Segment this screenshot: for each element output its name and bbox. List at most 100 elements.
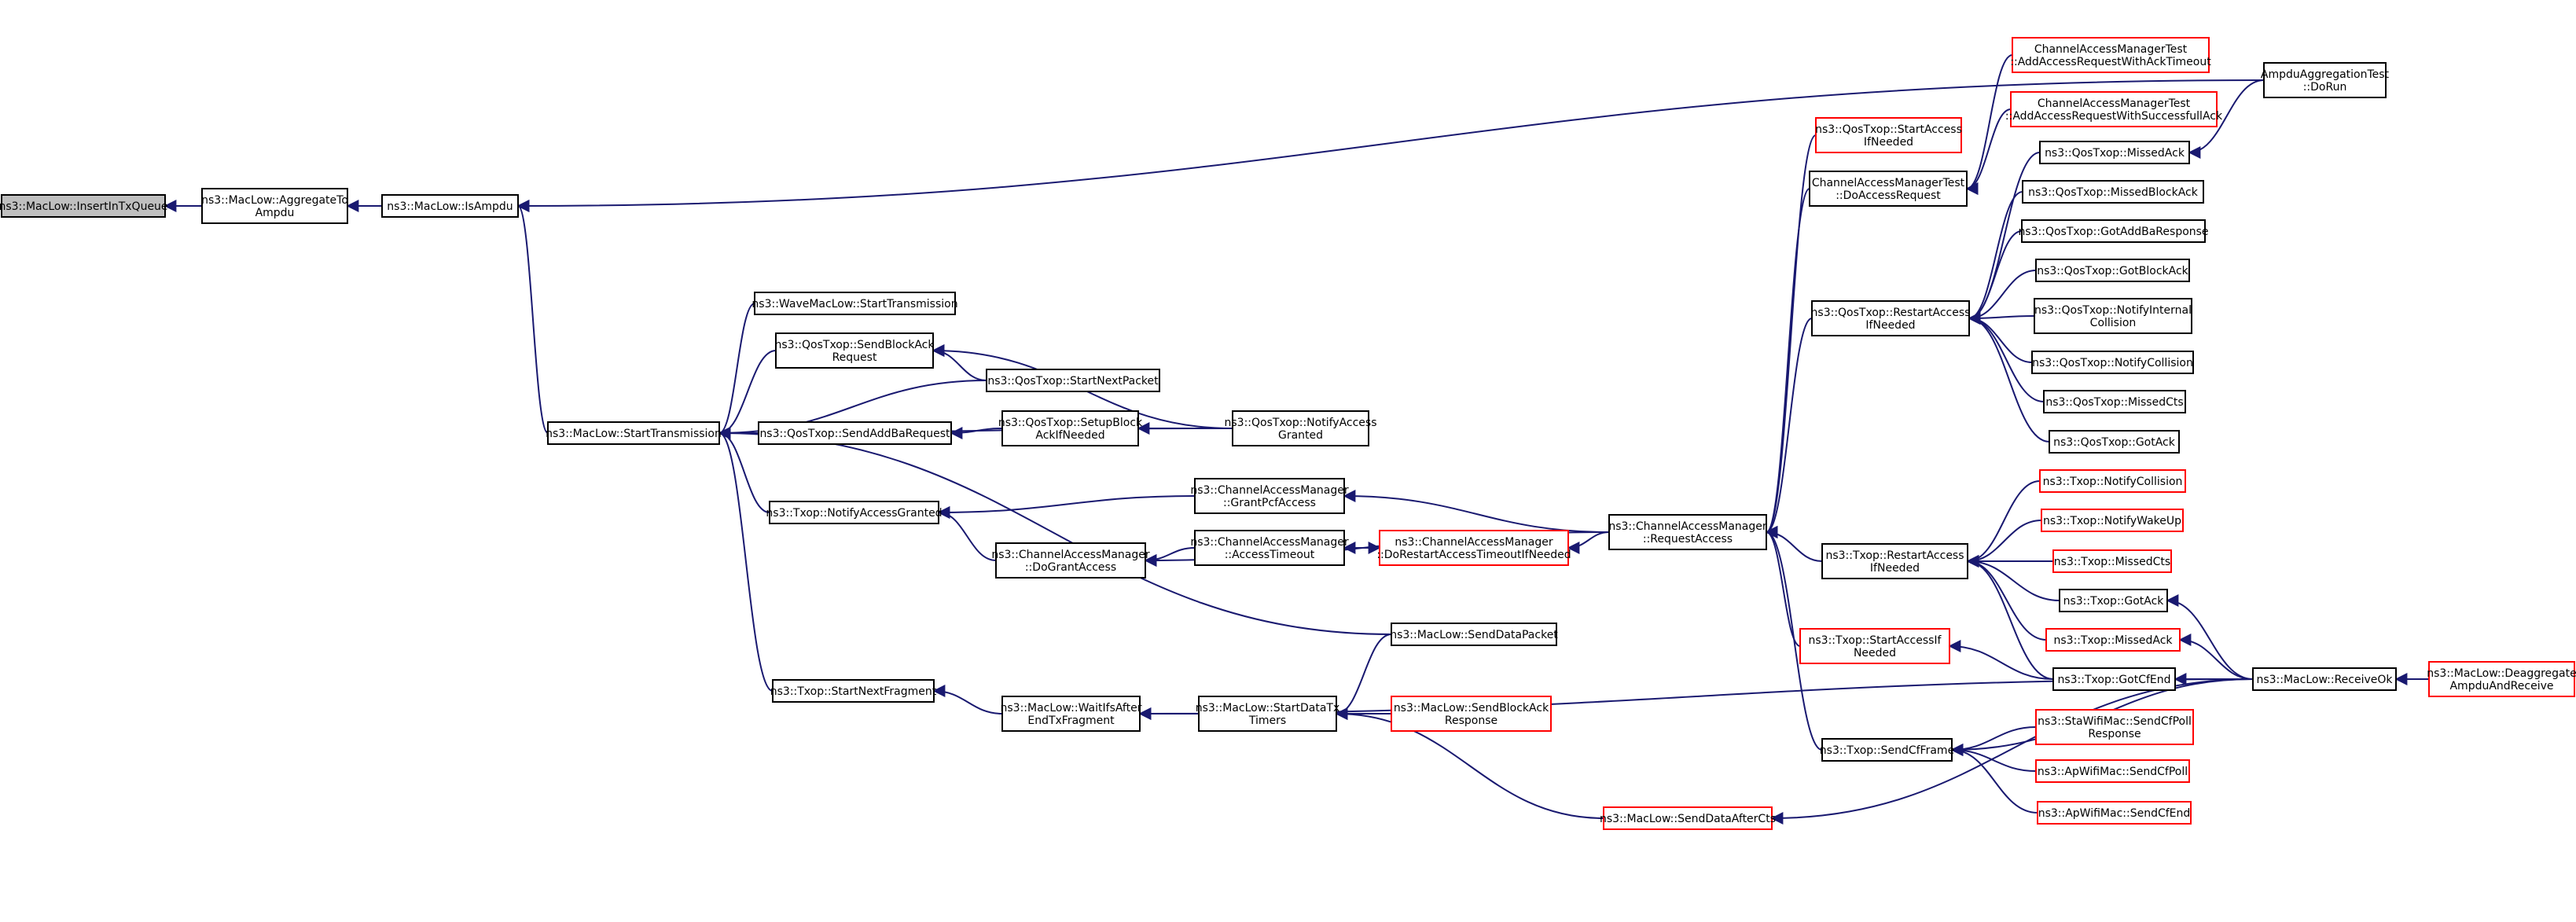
graph-node[interactable]: ns3::Txop::NotifyCollision: [2039, 469, 2186, 493]
node-box[interactable]: [2039, 141, 2190, 164]
node-box[interactable]: [775, 332, 934, 369]
graph-node[interactable]: ns3::Txop::NotifyAccessGranted: [766, 501, 943, 524]
graph-node[interactable]: ns3::Txop::SendCfFrame: [1820, 738, 1954, 762]
graph-node[interactable]: ns3::ChannelAccessManager::RequestAccess: [1608, 514, 1767, 550]
graph-node[interactable]: ns3::MacLow::SendDataAfterCts: [1600, 806, 1776, 830]
node-box[interactable]: [2039, 469, 2186, 493]
node-box[interactable]: [2037, 801, 2192, 825]
graph-node[interactable]: ChannelAccessManagerTest::DoAccessReques…: [1809, 171, 1968, 207]
graph-node[interactable]: ns3::Txop::MissedCts: [2052, 549, 2172, 573]
node-box[interactable]: [2049, 430, 2180, 454]
graph-node[interactable]: ns3::Txop::GotAck: [2059, 589, 2168, 612]
graph-node[interactable]: ns3::QosTxop::NotifyCollision: [2031, 351, 2194, 374]
graph-node[interactable]: ChannelAccessManagerTest::AddAccessReque…: [2005, 91, 2223, 127]
graph-node[interactable]: ns3::QosTxop::StartNextPacket: [986, 369, 1160, 392]
graph-node[interactable]: ns3::WaveMacLow::StartTransmission: [751, 292, 958, 315]
graph-node[interactable]: ns3::ChannelAccessManager::AccessTimeout: [1190, 530, 1349, 566]
node-box[interactable]: [547, 421, 720, 445]
graph-node[interactable]: ns3::Txop::StartNextFragment: [770, 679, 937, 703]
node-box[interactable]: [2035, 709, 2194, 745]
graph-node[interactable]: ns3::ChannelAccessManager::DoGrantAccess: [991, 542, 1150, 579]
node-box[interactable]: [995, 542, 1146, 579]
node-box[interactable]: [1194, 530, 1345, 566]
node-box[interactable]: [1, 194, 166, 218]
node-box[interactable]: [1815, 117, 1962, 153]
node-box[interactable]: [2035, 259, 2190, 282]
node-box[interactable]: [1001, 410, 1139, 446]
node-box[interactable]: [1809, 171, 1968, 207]
node-box[interactable]: [201, 188, 348, 224]
node-box[interactable]: [1194, 478, 1345, 514]
node-box[interactable]: [2059, 589, 2168, 612]
node-box[interactable]: [758, 421, 952, 445]
node-box[interactable]: [1603, 806, 1773, 830]
graph-node[interactable]: ns3::MacLow::InsertInTxQueue: [0, 194, 168, 218]
node-box[interactable]: [2041, 509, 2184, 532]
node-box[interactable]: [1232, 410, 1369, 446]
node-box[interactable]: [754, 292, 956, 315]
node-box[interactable]: [1608, 514, 1767, 550]
node-box[interactable]: [1821, 738, 1953, 762]
node-box[interactable]: [1391, 623, 1557, 646]
graph-node[interactable]: ns3::MacLow::StartTransmission: [546, 421, 722, 445]
graph-node[interactable]: ns3::Txop::NotifyWakeUp: [2041, 509, 2184, 532]
graph-node[interactable]: ns3::QosTxop::GotAck: [2049, 430, 2180, 454]
graph-node[interactable]: ns3::MacLow::SendDataPacket: [1390, 623, 1558, 646]
node-box[interactable]: [1821, 543, 1968, 579]
graph-node[interactable]: ns3::MacLow::ReceiveOk: [2252, 667, 2397, 691]
graph-node[interactable]: ns3::QosTxop::GotAddBaResponse: [2018, 219, 2209, 243]
graph-node[interactable]: ns3::QosTxop::NotifyAccessGranted: [1225, 410, 1377, 446]
node-box[interactable]: [2252, 667, 2397, 691]
node-box[interactable]: [2034, 298, 2192, 334]
node-box[interactable]: [2031, 351, 2194, 374]
node-box[interactable]: [2052, 667, 2176, 691]
node-box[interactable]: [1391, 696, 1552, 732]
node-box[interactable]: [2045, 628, 2181, 652]
graph-node[interactable]: AmpduAggregationTest::DoRun: [2261, 62, 2390, 98]
graph-node[interactable]: ns3::QosTxop::MissedCts: [2043, 390, 2186, 413]
graph-node[interactable]: ns3::QosTxop::MissedBlockAck: [2022, 180, 2204, 204]
graph-node[interactable]: ns3::QosTxop::SendAddBaRequest: [758, 421, 952, 445]
node-box[interactable]: [2052, 549, 2172, 573]
graph-node[interactable]: ns3::QosTxop::MissedAck: [2039, 141, 2190, 164]
node-box[interactable]: [772, 679, 935, 703]
node-box[interactable]: [2010, 91, 2218, 127]
node-box[interactable]: [1811, 300, 1970, 336]
node-box[interactable]: [2021, 219, 2206, 243]
graph-node[interactable]: ns3::Txop::GotCfEnd: [2052, 667, 2176, 691]
node-box[interactable]: [1379, 530, 1569, 566]
node-box[interactable]: [2012, 37, 2210, 73]
node-box[interactable]: [1198, 696, 1337, 732]
node-box[interactable]: [2428, 661, 2575, 697]
node-box[interactable]: [2035, 759, 2190, 783]
graph-node[interactable]: ns3::ApWifiMac::SendCfEnd: [2037, 801, 2192, 825]
node-box[interactable]: [769, 501, 939, 524]
node-box[interactable]: [1001, 696, 1141, 732]
graph-node[interactable]: ns3::ChannelAccessManager::GrantPcfAcces…: [1190, 478, 1349, 514]
node-box[interactable]: [2022, 180, 2204, 204]
node-box[interactable]: [2263, 62, 2387, 98]
node-box[interactable]: [381, 194, 519, 218]
graph-node[interactable]: ns3::Txop::MissedAck: [2045, 628, 2181, 652]
graph-node[interactable]: ns3::MacLow::IsAmpdu: [381, 194, 519, 218]
graph-node[interactable]: ns3::QosTxop::GotBlockAck: [2035, 259, 2190, 282]
node-box[interactable]: [986, 369, 1160, 392]
node-box[interactable]: [1799, 628, 1950, 664]
graph-node[interactable]: ns3::ChannelAccessManager::DoRestartAcce…: [1376, 530, 1571, 566]
graph-node[interactable]: ns3::ApWifiMac::SendCfPoll: [2035, 759, 2190, 783]
graph-node[interactable]: ChannelAccessManagerTest::AddAccessReque…: [2010, 37, 2211, 73]
node-box[interactable]: [2043, 390, 2186, 413]
